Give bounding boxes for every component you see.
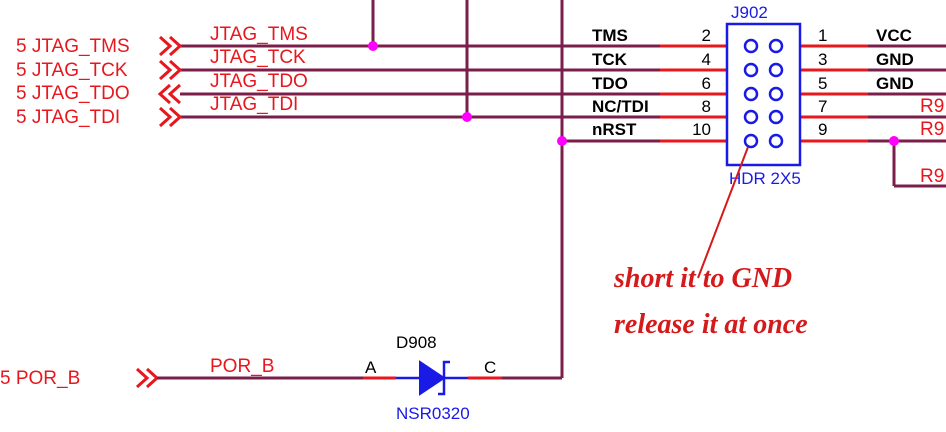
signal-gnd-1: GND	[876, 50, 914, 69]
pin-number-9: 9	[818, 120, 827, 139]
pin-number-1: 1	[818, 26, 827, 45]
signal-r9-1: R9	[920, 96, 944, 117]
pin-number-7: 7	[818, 97, 827, 116]
signal-tck: TCK	[592, 50, 628, 69]
port-label-tck: 5 JTAG_TCK	[16, 60, 128, 81]
header-ref: J902	[731, 3, 768, 22]
signal-vcc: VCC	[876, 26, 912, 45]
pin-number-6: 6	[702, 74, 711, 93]
annotation-line-1: short it to GND	[613, 263, 792, 294]
diode-cathode-label: C	[484, 358, 496, 377]
junction-dots	[368, 41, 899, 146]
signal-r9-3: R9	[920, 166, 944, 187]
annotation-pointer	[697, 146, 749, 279]
signal-tdo: TDO	[592, 74, 628, 93]
port-label-tdi: 5 JTAG_TDI	[16, 107, 120, 128]
pin-number-3: 3	[818, 50, 827, 69]
header-body	[725, 22, 802, 167]
port-label-tms: 5 JTAG_TMS	[16, 36, 130, 57]
net-label-tdo: JTAG_TDO	[210, 71, 308, 92]
net-label-por: POR_B	[210, 356, 274, 377]
diode-ref: D908	[396, 333, 437, 352]
pin-number-5: 5	[818, 74, 827, 93]
annotation-line-2: release it at once	[614, 309, 808, 340]
pin-number-2: 2	[702, 26, 711, 45]
diode-symbol	[396, 360, 468, 396]
header-pin-circles	[743, 38, 784, 149]
header-footprint: HDR 2X5	[729, 169, 801, 188]
port-arrows	[135, 35, 183, 389]
signal-tms: TMS	[592, 26, 628, 45]
port-label-por: 5 POR_B	[0, 368, 80, 389]
pin-number-10: 10	[692, 120, 711, 139]
signal-nrst: nRST	[592, 120, 637, 139]
net-label-tck: JTAG_TCK	[210, 47, 306, 68]
net-label-tms: JTAG_TMS	[210, 24, 308, 45]
signal-gnd-2: GND	[876, 74, 914, 93]
net-label-tdi: JTAG_TDI	[210, 94, 298, 115]
signal-r9-2: R9	[920, 119, 944, 140]
diode-part: NSR0320	[396, 404, 470, 423]
pin-number-4: 4	[702, 50, 711, 69]
port-label-tdo: 5 JTAG_TDO	[16, 83, 130, 104]
diode-anode-label: A	[365, 358, 377, 377]
signal-nc-tdi: NC/TDI	[592, 97, 649, 116]
pin-number-8: 8	[702, 97, 711, 116]
